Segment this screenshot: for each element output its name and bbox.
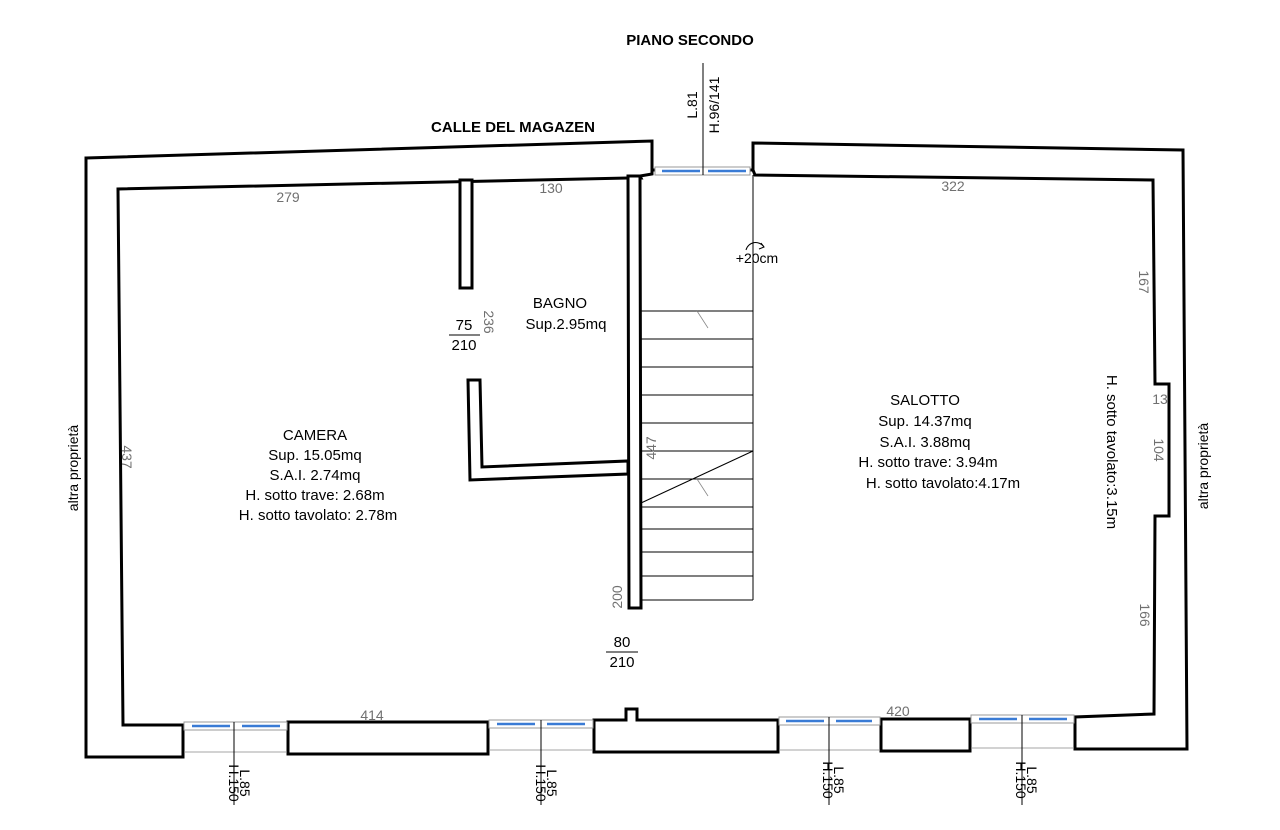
dim-salotto-top: 322 <box>941 178 965 194</box>
door-entry-label: 80 210 <box>606 634 638 671</box>
room-height-beam: H. sotto trave: 2.68m <box>245 487 384 504</box>
svg-text:75: 75 <box>456 317 473 334</box>
dim-camera-left: 437 <box>119 445 135 469</box>
street-title: CALLE DEL MAGAZEN <box>431 119 595 136</box>
dim-stair-side: 447 <box>643 436 659 460</box>
bagno-wall-upper <box>458 178 474 290</box>
room-surface: Sup.2.95mq <box>526 316 607 333</box>
room-height-floor-side: H. sotto tavolato:3.15m <box>1103 375 1120 529</box>
dim-bagno-top: 130 <box>539 180 563 196</box>
stair-steps <box>641 310 753 577</box>
room-surface: Sup. 14.37mq <box>878 413 971 430</box>
window-bottom-1-label: H.150 L.85 <box>226 764 253 802</box>
window-top <box>654 63 751 176</box>
dim-bottom-left: 414 <box>360 707 384 723</box>
window-bottom-3 <box>778 716 881 805</box>
room-name: CAMERA <box>283 427 347 444</box>
dim-bottom-right: 420 <box>886 703 910 719</box>
bottom-wall-segment <box>592 707 780 754</box>
room-camera: CAMERA Sup. 15.05mq S.A.I. 2.74mq H. sot… <box>239 427 397 524</box>
exterior-walls <box>84 139 1189 759</box>
svg-text:H.150: H.150 <box>226 764 242 802</box>
svg-text:L.85: L.85 <box>237 769 253 796</box>
dim-right-niche: 13 <box>1152 391 1168 407</box>
room-height-beam: H. sotto trave: 3.94m <box>858 454 997 471</box>
dim-camera-top: 279 <box>276 189 300 205</box>
room-surface: Sup. 15.05mq <box>268 447 361 464</box>
dim-bagno-side: 236 <box>481 310 497 334</box>
room-sai: S.A.I. 3.88mq <box>880 434 971 451</box>
room-salotto: SALOTTO Sup. 14.37mq S.A.I. 3.88mq H. so… <box>858 375 1120 529</box>
dim-right-lower: 166 <box>1137 603 1153 627</box>
dim-stair-bottom: 200 <box>609 585 625 609</box>
bottom-wall-segment <box>879 717 972 753</box>
room-name: SALOTTO <box>890 392 960 409</box>
room-height-floor: H. sotto tavolato: 2.78m <box>239 507 397 524</box>
dim-right-upper: 167 <box>1136 270 1152 294</box>
window-top-label: L.81 H.96/141 <box>684 76 722 133</box>
stair-cut-line <box>640 450 754 504</box>
room-name: BAGNO <box>533 295 587 312</box>
dim-right-mid: 104 <box>1151 438 1167 462</box>
room-height-floor: H. sotto tavolato:4.17m <box>866 475 1020 492</box>
svg-text:H.150: H.150 <box>1013 761 1029 799</box>
svg-text:L.81: L.81 <box>684 91 700 118</box>
svg-text:H.150: H.150 <box>820 761 836 799</box>
bagno-wall-lower <box>466 378 630 482</box>
floor-title: PIANO SECONDO <box>626 32 754 49</box>
bottom-wall-segment <box>286 720 490 756</box>
window-bottom-3-label: H.150 L.85 <box>820 761 847 799</box>
svg-text:L.85: L.85 <box>1024 766 1040 793</box>
window-bottom-4 <box>970 714 1075 805</box>
window-bottom-4-label: H.150 L.85 <box>1013 761 1040 799</box>
door-bagno-label: 75 210 <box>449 317 480 354</box>
svg-text:H.96/141: H.96/141 <box>706 76 722 133</box>
svg-text:L.85: L.85 <box>544 769 560 796</box>
neighbor-left-label: altra proprietà <box>65 425 81 512</box>
level-note: +20cm <box>736 250 778 266</box>
window-bottom-2-label: H.150 L.85 <box>533 764 560 802</box>
svg-text:H.150: H.150 <box>533 764 549 802</box>
svg-text:L.85: L.85 <box>831 766 847 793</box>
room-sai: S.A.I. 2.74mq <box>270 467 361 484</box>
window-bottom-1 <box>183 721 288 805</box>
window-bottom-2 <box>488 719 594 805</box>
svg-text:210: 210 <box>451 337 476 354</box>
stair-wall <box>626 174 643 610</box>
svg-text:210: 210 <box>609 654 634 671</box>
svg-text:80: 80 <box>614 634 631 651</box>
staircase <box>640 175 765 601</box>
room-bagno: BAGNO Sup.2.95mq <box>526 295 607 333</box>
neighbor-right-label: altra proprietà <box>1195 423 1211 510</box>
